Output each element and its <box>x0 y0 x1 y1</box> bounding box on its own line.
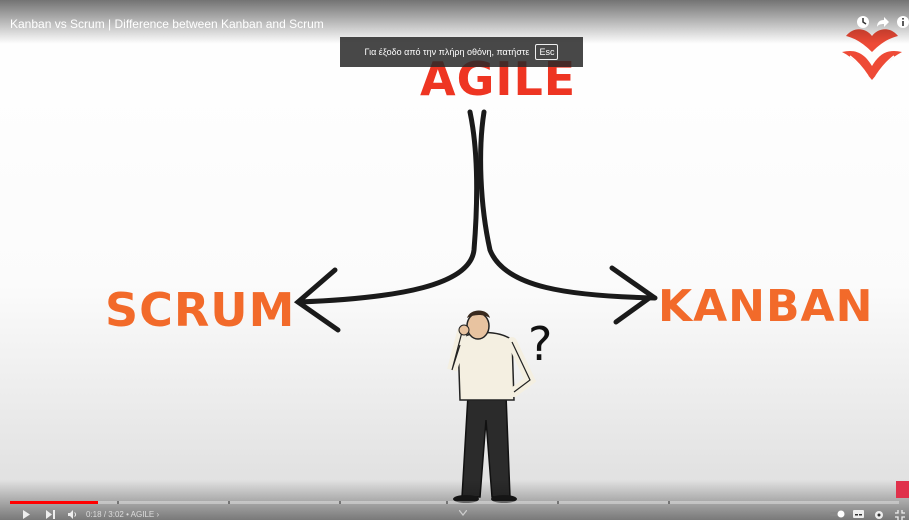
trunk-line-2 <box>478 109 658 301</box>
chapter-marker <box>227 501 230 504</box>
share-icon[interactable] <box>876 15 890 29</box>
chapter-marker <box>556 501 559 504</box>
chapter-marker <box>445 501 448 504</box>
top-gradient <box>0 0 909 44</box>
autoplay-icon[interactable] <box>830 510 846 518</box>
subtitles-icon[interactable] <box>853 510 864 518</box>
question-mark: ? <box>528 317 552 371</box>
trunk-line <box>297 109 480 305</box>
thinking-person-illustration <box>447 310 537 503</box>
duration: 3:02 <box>108 510 124 519</box>
chapter-title[interactable]: • AGILE › <box>126 510 160 519</box>
chapter-marker <box>667 501 670 504</box>
right-arrowhead <box>609 265 657 325</box>
side-card-tab[interactable] <box>896 481 909 498</box>
chapter-marker <box>116 501 119 504</box>
next-icon[interactable] <box>46 510 55 519</box>
chapter-marker <box>338 501 341 504</box>
kanban-label: KANBAN <box>658 281 874 332</box>
scrum-label: SCRUM <box>105 283 296 337</box>
chevron-down-icon[interactable] <box>459 510 467 516</box>
toast-message: Για έξοδο από την πλήρη οθόνη, πατήστε <box>364 47 530 57</box>
progress-bar[interactable] <box>10 501 899 504</box>
progress-fill <box>10 501 98 504</box>
info-icon[interactable] <box>896 15 909 29</box>
settings-icon[interactable] <box>874 510 884 520</box>
player-controls: 0:18 / 3:02 • AGILE › <box>0 508 909 520</box>
time-display: 0:18 / 3:02 • AGILE › <box>86 510 160 519</box>
volume-icon[interactable] <box>68 510 77 519</box>
left-arrowhead <box>293 267 341 333</box>
bottom-gradient <box>0 480 909 520</box>
esc-key-badge: Esc <box>535 44 559 60</box>
play-icon[interactable] <box>22 510 31 519</box>
clock-icon[interactable] <box>856 15 870 29</box>
current-time: 0:18 <box>86 510 102 519</box>
fullscreen-exit-toast: Για έξοδο από την πλήρη οθόνη, πατήστε E… <box>340 37 583 67</box>
exit-fullscreen-icon[interactable] <box>895 510 905 520</box>
video-title[interactable]: Kanban vs Scrum | Difference between Kan… <box>10 17 324 31</box>
